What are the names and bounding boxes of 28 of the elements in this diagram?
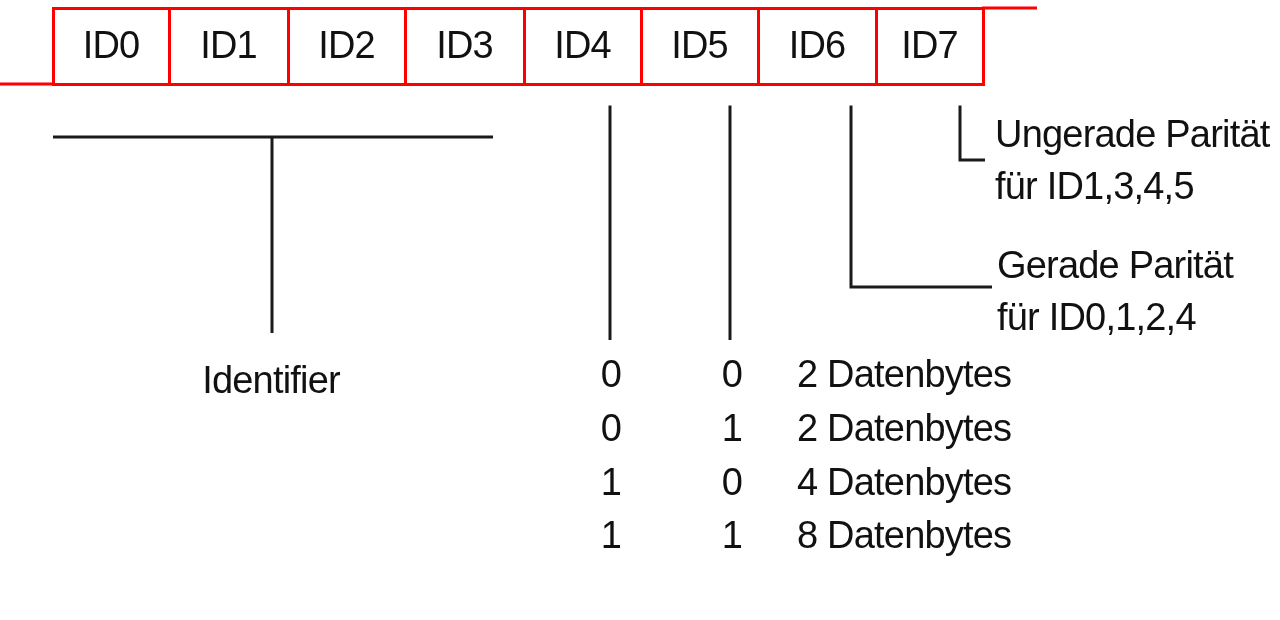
parity-note: Gerade Parität für ID0,1,2,4 (997, 243, 1235, 340)
bit-label: ID5 (671, 24, 728, 68)
bit-value: 1 (600, 514, 622, 558)
bit-value: 1 (600, 461, 622, 505)
byte-count: 4 Datenbytes (797, 461, 1012, 505)
byte-count: 8 Datenbytes (797, 514, 1012, 558)
leader-line (728, 105, 732, 340)
bit-value: 1 (721, 407, 743, 451)
bit-label: ID1 (200, 24, 257, 68)
bit-label: ID7 (901, 24, 958, 68)
leader-line (958, 105, 985, 162)
bit-value: 0 (600, 407, 622, 451)
bit-value: 1 (721, 514, 743, 558)
byte-count: 2 Datenbytes (797, 407, 1012, 451)
bit-value: 0 (721, 461, 743, 505)
bit-value: 0 (600, 353, 622, 397)
bit-cell (51, 6, 171, 86)
bit-label: ID6 (788, 24, 846, 68)
bit-label: ID0 (82, 24, 140, 68)
bracket-label: Identifier (202, 359, 340, 403)
parity-note: Ungerade Parität für ID1,3,4,5 (995, 112, 1271, 209)
bit-label: ID2 (318, 24, 375, 68)
bit-label: ID3 (436, 24, 493, 68)
leader-line (849, 105, 992, 289)
bit-value: 0 (721, 353, 743, 397)
byte-count: 2 Datenbytes (797, 353, 1012, 397)
bit-label: ID4 (554, 24, 611, 68)
leader-line (608, 105, 612, 340)
